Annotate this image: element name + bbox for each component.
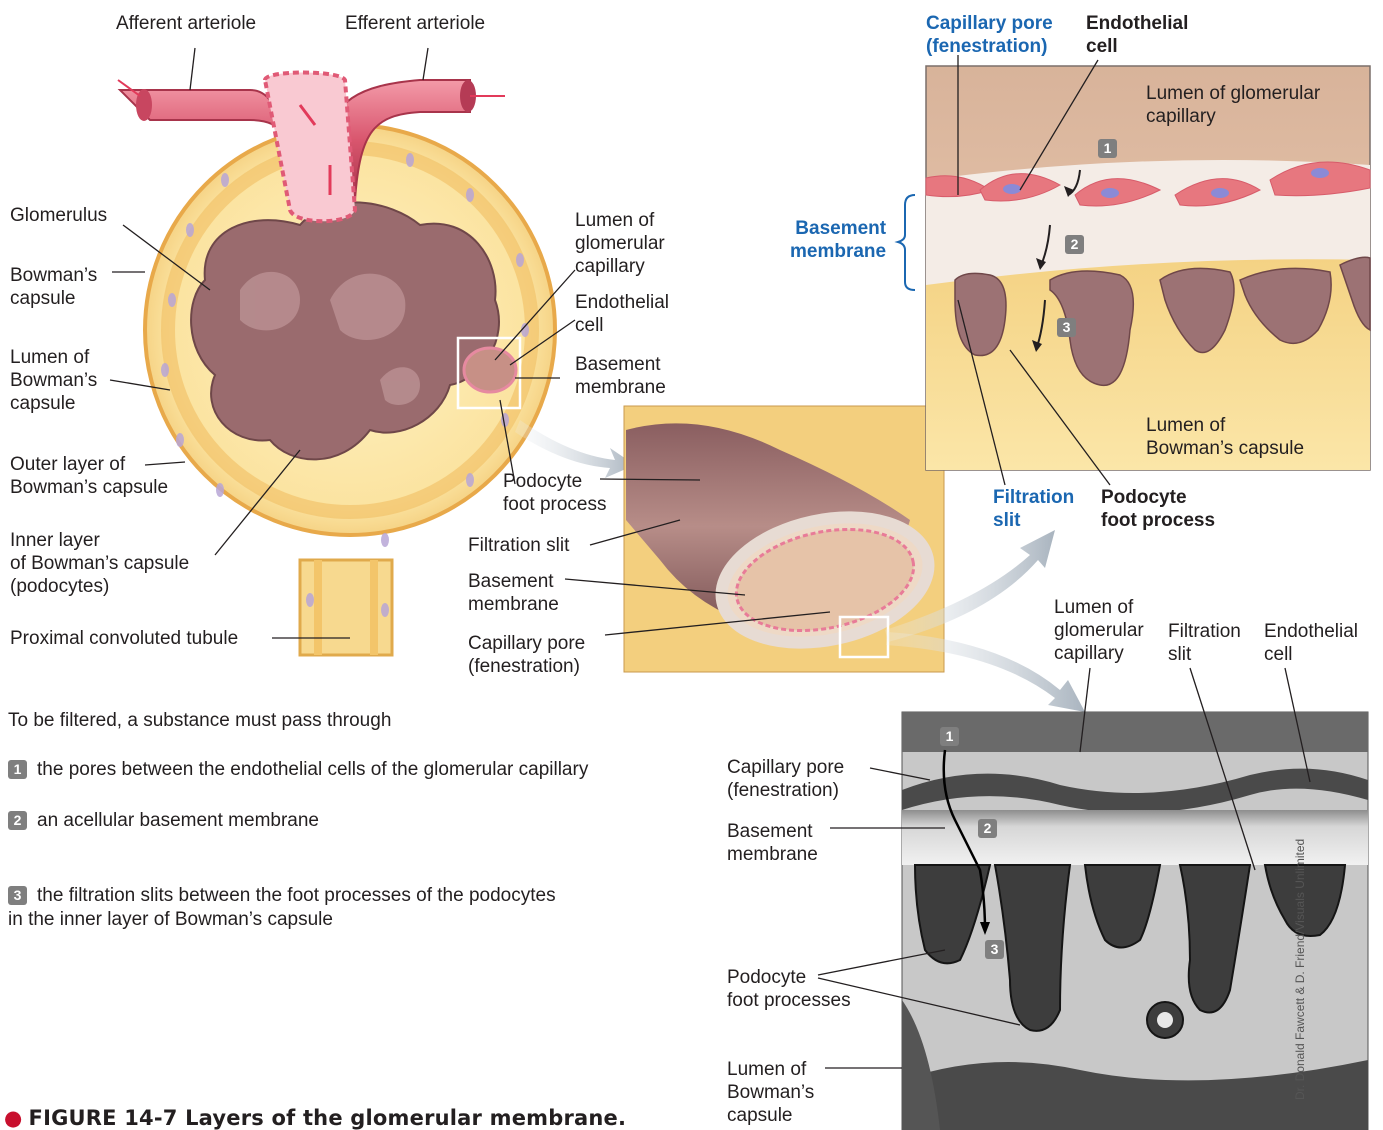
detail-podocyte-foot-label: Podocyte foot process: [1101, 486, 1215, 532]
em-filtration-slit-label: Filtration slit: [1168, 620, 1241, 666]
lumen-bowmans-label: Lumen of Bowman’s capsule: [10, 346, 97, 415]
step-2-text: an acellular basement membrane: [37, 810, 319, 831]
basement-membrane-label-2: Basement membrane: [468, 570, 559, 616]
em-capillary-pore-label: Capillary pore (fenestration): [727, 756, 844, 802]
em-basement-membrane-label: Basement membrane: [727, 820, 818, 866]
detail-capillary-pore-label: Capillary pore (fenestration): [926, 12, 1053, 58]
step-2-item: 2 an acellular basement membrane: [8, 809, 319, 833]
lumen-glom-cap-label: Lumen of glomerular capillary: [575, 209, 665, 278]
efferent-arteriole-label: Efferent arteriole: [345, 12, 485, 35]
pct-label: Proximal convoluted tubule: [10, 627, 238, 650]
em-lumen-glom-cap-label: Lumen of glomerular capillary: [1054, 596, 1144, 665]
detail-basement-membrane-label: Basement membrane: [790, 217, 886, 263]
figure-caption: ●FIGURE 14-7 Layers of the glomerular me…: [4, 1106, 626, 1130]
em-lumen-bowman-label: Lumen of Bowman’s capsule: [727, 1058, 814, 1127]
outer-layer-label: Outer layer of Bowman’s capsule: [10, 453, 168, 499]
detail-endothelial-cell-label: Endothelial cell: [1086, 12, 1188, 58]
glomerulus-label: Glomerulus: [10, 204, 107, 227]
step-3-badge-detail: 3: [1057, 318, 1076, 337]
step-1-badge-micrograph: 1: [940, 727, 959, 746]
filtration-slit-label: Filtration slit: [468, 534, 569, 557]
step-1-text: the pores between the endothelial cells …: [37, 759, 588, 780]
capillary-pore-label: Capillary pore (fenestration): [468, 632, 585, 678]
inner-layer-label: Inner layer of Bowman’s capsule (podocyt…: [10, 529, 189, 598]
step-1-badge: 1: [8, 760, 27, 779]
step-3-badge: 3: [8, 886, 27, 905]
em-podocyte-feet-label: Podocyte foot processes: [727, 966, 851, 1012]
step-3-text: the filtration slits between the foot pr…: [8, 885, 556, 930]
detail-filtration-slit-label: Filtration slit: [993, 486, 1074, 532]
step-1-item: 1 the pores between the endothelial cells…: [8, 758, 588, 782]
step-2-badge-detail: 2: [1065, 235, 1084, 254]
detail-lumen-glom-cap-label: Lumen of glomerular capillary: [1146, 82, 1320, 128]
step-2-badge: 2: [8, 811, 27, 830]
steps-intro: To be filtered, a substance must pass th…: [8, 709, 391, 733]
step-2-badge-micrograph: 2: [978, 819, 997, 838]
podocyte-foot-label: Podocyte foot process: [503, 470, 607, 516]
figure-caption-text: FIGURE 14-7 Layers of the glomerular mem…: [29, 1106, 627, 1130]
bowmans-capsule-label: Bowman’s capsule: [10, 264, 97, 310]
step-1-badge-detail: 1: [1098, 139, 1117, 158]
detail-lumen-bowman-label: Lumen of Bowman’s capsule: [1146, 414, 1304, 460]
basement-membrane-label: Basement membrane: [575, 353, 666, 399]
em-endothelial-cell-label: Endothelial cell: [1264, 620, 1358, 666]
endothelial-cell-label: Endothelial cell: [575, 291, 669, 337]
photo-credit: Dr. Donald Fawcett & D. Friend/Visuals U…: [1293, 839, 1307, 1100]
afferent-arteriole-label: Afferent arteriole: [116, 12, 256, 35]
step-3-badge-micrograph: 3: [985, 940, 1004, 959]
caption-bullet-icon: ●: [4, 1106, 23, 1130]
